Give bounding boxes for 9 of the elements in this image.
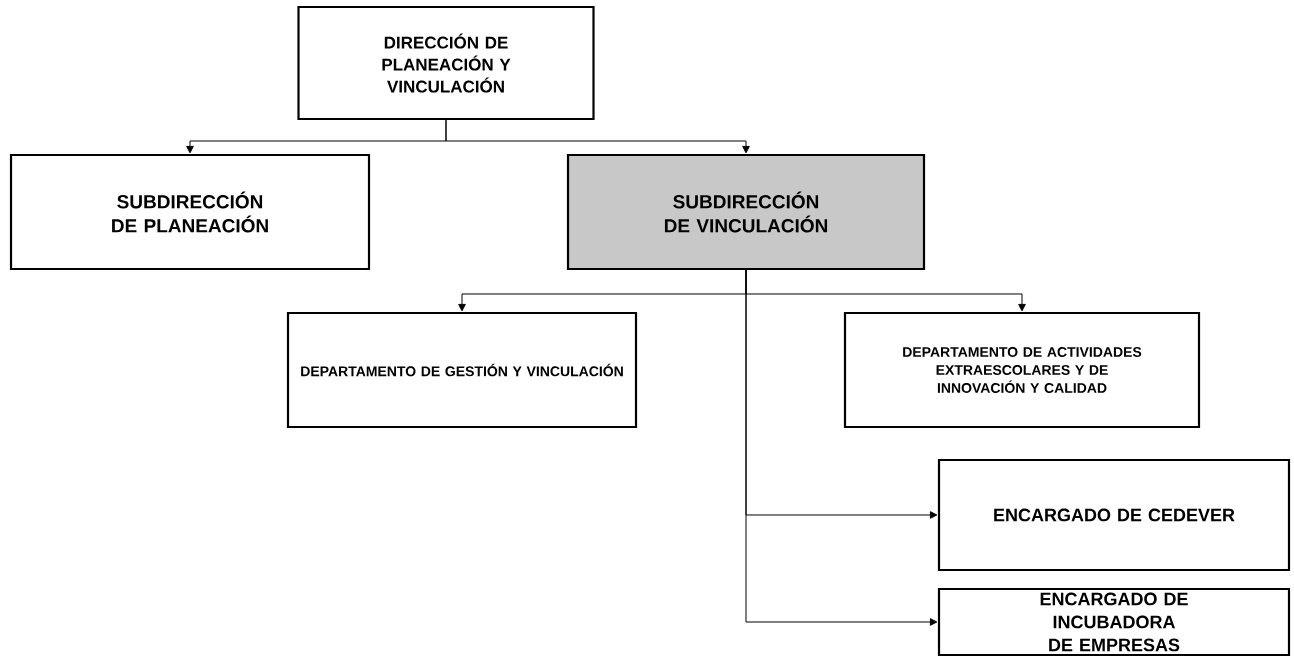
org-box: DEPARTAMENTO DE ACTIVIDADES EXTRAESCOLARES Y DE INNOVACIÓN Y CALIDAD: [843, 311, 1201, 429]
org-box: ENCARGADO DE CEDEVER: [937, 458, 1291, 572]
connector-arrow: [745, 269, 938, 626]
connector-arrow: [445, 119, 750, 154]
org-box: SUBDIRECCIÓN DE PLANEACIÓN: [9, 153, 371, 271]
org-box: DEPARTAMENTO DE GESTIÓN Y VINCULACIÓN: [286, 311, 638, 429]
shaded-org-box: SUBDIRECCIÓN DE VINCULACIÓN: [566, 153, 926, 271]
org-box: ENCARGADO DE INCUBADORA DE EMPRESAS: [937, 587, 1291, 657]
org-box: DIRECCIÓN DE PLANEACIÓN Y VINCULACIÓN: [297, 5, 595, 121]
